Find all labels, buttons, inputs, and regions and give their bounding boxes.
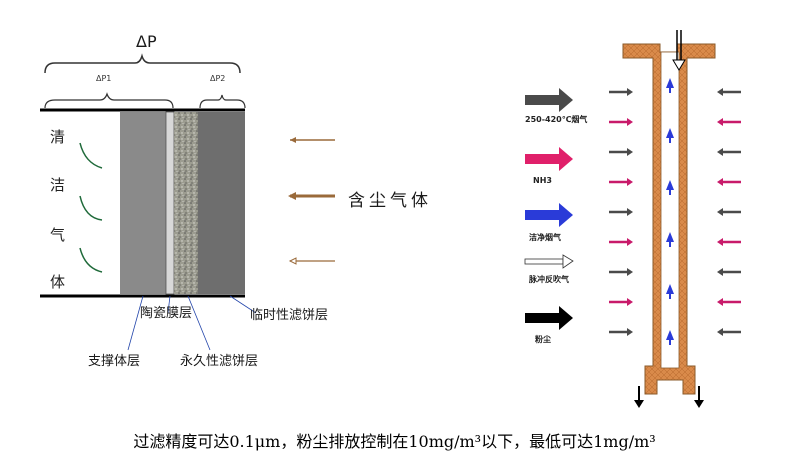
legend-flue-gas-arrow xyxy=(559,88,573,112)
delta-p-brace xyxy=(44,53,241,74)
right-inflow-arrows xyxy=(717,88,741,336)
legend-dust-arrow xyxy=(559,306,573,330)
support-layer-label: 支撑体层 xyxy=(88,354,141,369)
dust-outlet-arrows xyxy=(634,386,704,408)
filtration-layer-svg xyxy=(40,53,335,351)
left-inflow-arrows xyxy=(609,88,633,336)
clean-flow-mark-2 xyxy=(79,195,103,221)
dusty-gas-arrows xyxy=(288,137,335,265)
temporary-leader-line xyxy=(229,295,257,314)
permanent-cake-block xyxy=(174,112,198,294)
membrane-leader-line xyxy=(167,295,171,314)
clean-gas-char-3: 气 xyxy=(50,226,66,244)
dusty-gas-label: 含尘气体 xyxy=(348,191,432,211)
legend-flue-gas-label: 250-420℃烟气 xyxy=(525,115,588,124)
legend-pulse-label: 脉冲反吹气 xyxy=(529,275,569,284)
delta-p2-label: ΔP2 xyxy=(210,74,226,83)
legend-nh3-arrow xyxy=(559,147,573,171)
legend-nh3-label: NH3 xyxy=(533,176,552,185)
support-layer-block xyxy=(120,112,166,294)
legend-clean-gas-arrow xyxy=(559,203,573,227)
delta-p2-brace xyxy=(199,94,246,109)
clean-gas-char-2: 洁 xyxy=(50,176,66,194)
temporary-cake-label: 临时性滤饼层 xyxy=(250,308,329,323)
permanent-cake-label: 永久性滤饼层 xyxy=(180,354,259,369)
membrane-layer-label: 陶瓷膜层 xyxy=(140,306,193,321)
filter-tube-diagram: 250-420℃烟气 NH3 洁净烟气 脉冲反吹气 粉尘 xyxy=(505,30,785,410)
filter-tube-channel xyxy=(660,51,680,369)
temporary-cake-block xyxy=(198,112,245,294)
clean-gas-char-1: 清 xyxy=(50,128,66,146)
legend-arrows xyxy=(524,88,574,330)
support-leader-line xyxy=(127,295,144,351)
clean-gas-char-4: 体 xyxy=(50,273,66,291)
clean-gas-up-arrows xyxy=(666,78,674,345)
clean-flow-mark-1 xyxy=(79,142,103,169)
delta-p1-label: ΔP1 xyxy=(96,74,112,83)
clean-flow-mark-3 xyxy=(79,247,103,273)
membrane-layer-block xyxy=(165,111,175,295)
filtration-layer-diagram: ΔP ΔP1 ΔP2 清 洁 气 体 含尘气体 陶瓷膜层 临时性滤饼层 支撑体层… xyxy=(40,28,490,388)
legend-pulse-arrow xyxy=(562,254,574,269)
permanent-leader-line xyxy=(187,295,211,351)
delta-p-label: ΔP xyxy=(136,32,157,51)
filter-tube-svg xyxy=(524,30,741,408)
filtration-caption: 过滤精度可达0.1μm，粉尘排放控制在10mg/m³以下，最低可达1mg/m³ xyxy=(133,432,656,451)
legend-clean-gas-label: 洁净烟气 xyxy=(529,233,561,242)
delta-p1-brace xyxy=(44,92,174,109)
legend-dust-label: 粉尘 xyxy=(535,335,551,344)
